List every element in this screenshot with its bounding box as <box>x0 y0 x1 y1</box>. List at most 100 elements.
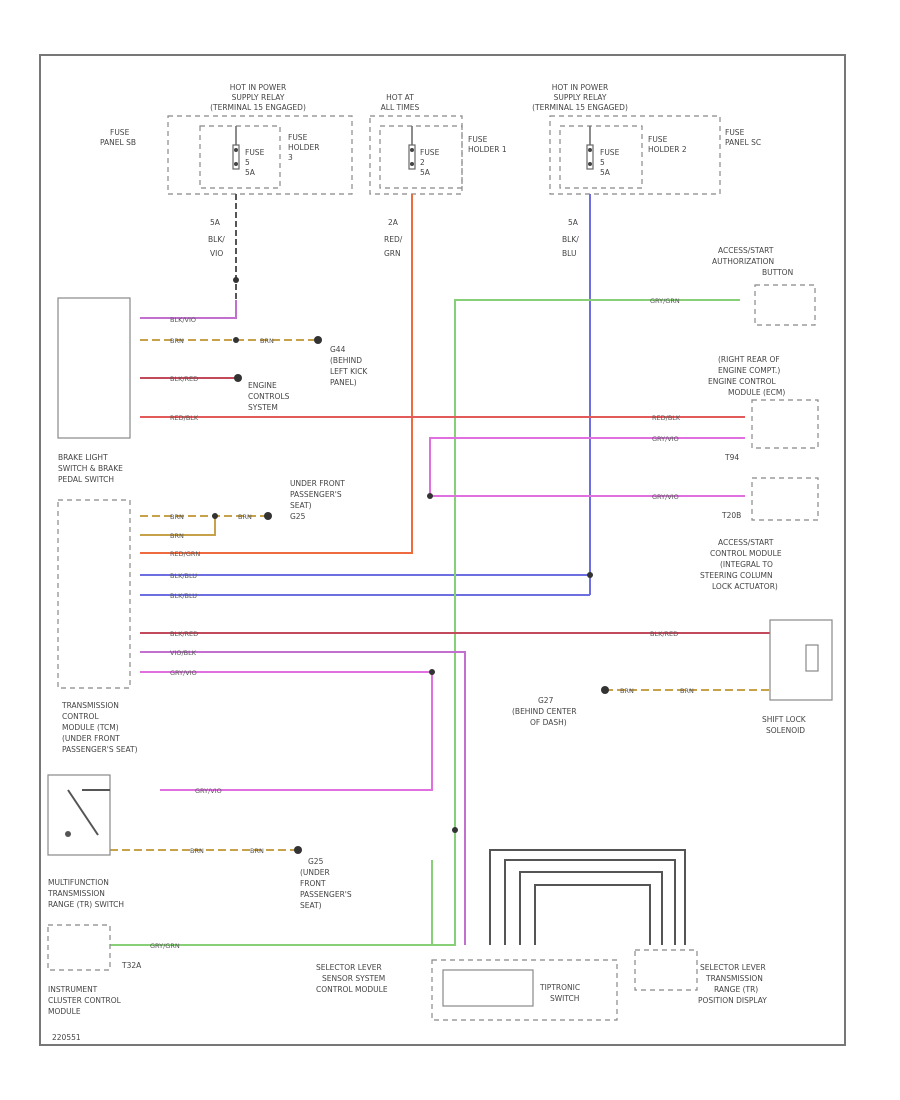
g27-line1: G27 <box>538 696 554 705</box>
g25b-line5: SEAT) <box>300 901 322 910</box>
relay-right-line2: SUPPLY RELAY <box>554 93 607 102</box>
label-gry-vio-4: GRY/VIO <box>195 787 222 795</box>
g25-line3: SEAT) <box>290 501 312 510</box>
wire-blk-vio <box>140 300 237 319</box>
splice-green <box>452 827 458 833</box>
wire3-color1: BLK/ <box>562 235 579 244</box>
label-gry-vio-3: GRY/VIO <box>170 669 197 677</box>
ecm-box <box>751 399 819 449</box>
label-brn-5: BRN <box>170 532 184 540</box>
wire-blk-vio-feed <box>140 194 237 319</box>
label-brn-3: BRN <box>170 513 184 521</box>
fuse-panel-sc-line1: FUSE <box>725 128 745 137</box>
access-button-box <box>754 284 816 326</box>
sel-disp-line4: POSITION DISPLAY <box>698 996 767 1005</box>
fuse-a-box <box>199 125 281 189</box>
acm-line4: STEERING COLUMN <box>700 571 773 580</box>
fuse-b-number: 2 <box>420 158 425 167</box>
holder2-line2: HOLDER 2 <box>648 145 687 154</box>
rr-engine-line1: (RIGHT REAR OF <box>718 355 780 364</box>
tiptronic-line1: TIPTRONIC <box>539 983 580 992</box>
g44-line3: LEFT KICK <box>330 367 368 376</box>
tiptronic-line2: SWITCH <box>550 994 579 1003</box>
access-btn-line2: AUTHORIZATION <box>712 257 774 266</box>
mtr-line1: MULTIFUNCTION <box>48 878 109 887</box>
label-gry-grn-top: GRY/GRN <box>650 297 680 305</box>
wire-red-grn <box>140 194 413 554</box>
sel-ctrl-line3: CONTROL MODULE <box>316 985 388 994</box>
fuse-panel-sc-box <box>549 115 721 195</box>
tcm-line2: CONTROL <box>62 712 99 721</box>
instrument-cluster-box <box>47 924 111 971</box>
splice-brn-g25 <box>212 513 218 519</box>
wire-gry-vio-mfs <box>140 671 433 791</box>
access-btn-line3: BUTTON <box>762 268 793 277</box>
acm-line3: (INTEGRAL TO <box>720 560 773 569</box>
hot-at-line1: HOT AT <box>386 93 414 102</box>
t20b-box <box>751 477 819 521</box>
holder1-line1: FUSE <box>468 135 488 144</box>
icm-line2: CLUSTER CONTROL <box>48 996 122 1005</box>
brake-label-line2: SWITCH & BRAKE <box>58 464 123 473</box>
hot-at-line2: ALL TIMES <box>381 103 420 112</box>
g44-line4: PANEL) <box>330 378 357 387</box>
connector-t32a: T32A <box>121 961 142 970</box>
g25b-line4: PASSENGER'S <box>300 890 352 899</box>
sel-disp-line1: SELECTOR LEVER <box>700 963 766 972</box>
splice-gry-vio <box>427 493 433 499</box>
label-red-blk-2: RED/BLK <box>652 414 681 422</box>
label-brn-2: BRN <box>260 337 274 345</box>
label-brn-6: BRN <box>620 687 634 695</box>
label-blk-blu-1: BLK/BLU <box>170 572 197 580</box>
g25-line1: UNDER FRONT <box>290 479 345 488</box>
fuse-a-rating: 5A <box>245 168 256 177</box>
g25b-line3: FRONT <box>300 879 326 888</box>
shift-lock-coil <box>805 644 819 672</box>
rr-engine-line3: ENGINE CONTROL <box>708 377 777 386</box>
wire3-color2: BLU <box>562 249 576 258</box>
label-blk-blu-2: BLK/BLU <box>170 592 197 600</box>
holder3-line3: 3 <box>288 153 293 162</box>
acm-line1: ACCESS/START <box>718 538 774 547</box>
selector-sensor-box <box>431 959 618 1021</box>
mtr-switch-box <box>47 774 111 856</box>
rr-engine-line4: MODULE (ECM) <box>728 388 785 397</box>
connector-engine-controls <box>234 374 242 382</box>
wire-dark-2 <box>504 859 676 945</box>
splice-gry-vio-2 <box>429 669 435 675</box>
fuse-c-box <box>559 125 643 189</box>
label-gry-vio-1: GRY/VIO <box>652 435 679 443</box>
brake-label-line1: BRAKE LIGHT <box>58 453 108 462</box>
splice-blu <box>587 572 593 578</box>
wire-brn-g25b <box>140 516 216 536</box>
fuse-a-label: FUSE <box>245 148 265 157</box>
mtr-switch-contact-icon <box>65 789 110 837</box>
fuse-a-number: 5 <box>245 158 250 167</box>
fuse-panel-sb-line2: PANEL SB <box>100 138 136 147</box>
tcm-connector-block <box>57 499 131 689</box>
tcm-line5: PASSENGER'S SEAT) <box>62 745 138 754</box>
label-blk-red-2: BLK/RED <box>170 630 198 638</box>
connector-t20b: T20B <box>721 511 741 520</box>
wire2-color2: GRN <box>384 249 401 258</box>
wire-dark-1 <box>489 849 686 945</box>
fuse-holder1-box <box>369 115 463 195</box>
ground-g25 <box>264 512 272 520</box>
label-gry-grn-bottom: GRY/GRN <box>150 942 180 950</box>
relay-left-line1: HOT IN POWER <box>230 83 287 92</box>
fuse-b-label: FUSE <box>420 148 440 157</box>
icm-line1: INSTRUMENT <box>48 985 98 994</box>
g25b-line2: (UNDER <box>300 868 330 877</box>
rr-engine-line2: ENGINE COMPT.) <box>718 366 780 375</box>
acm-line5: LOCK ACTUATOR) <box>712 582 778 591</box>
connector-t94: T94 <box>724 453 739 462</box>
g25b-line1: G25 <box>308 857 324 866</box>
splice-blk-vio <box>233 277 239 283</box>
wire-dark-4 <box>534 884 651 945</box>
g27-line3: OF DASH) <box>530 718 567 727</box>
figure-id: 220551 <box>52 1033 81 1042</box>
fuse-c-number: 5 <box>600 158 605 167</box>
label-brn-4: BRN <box>238 513 252 521</box>
